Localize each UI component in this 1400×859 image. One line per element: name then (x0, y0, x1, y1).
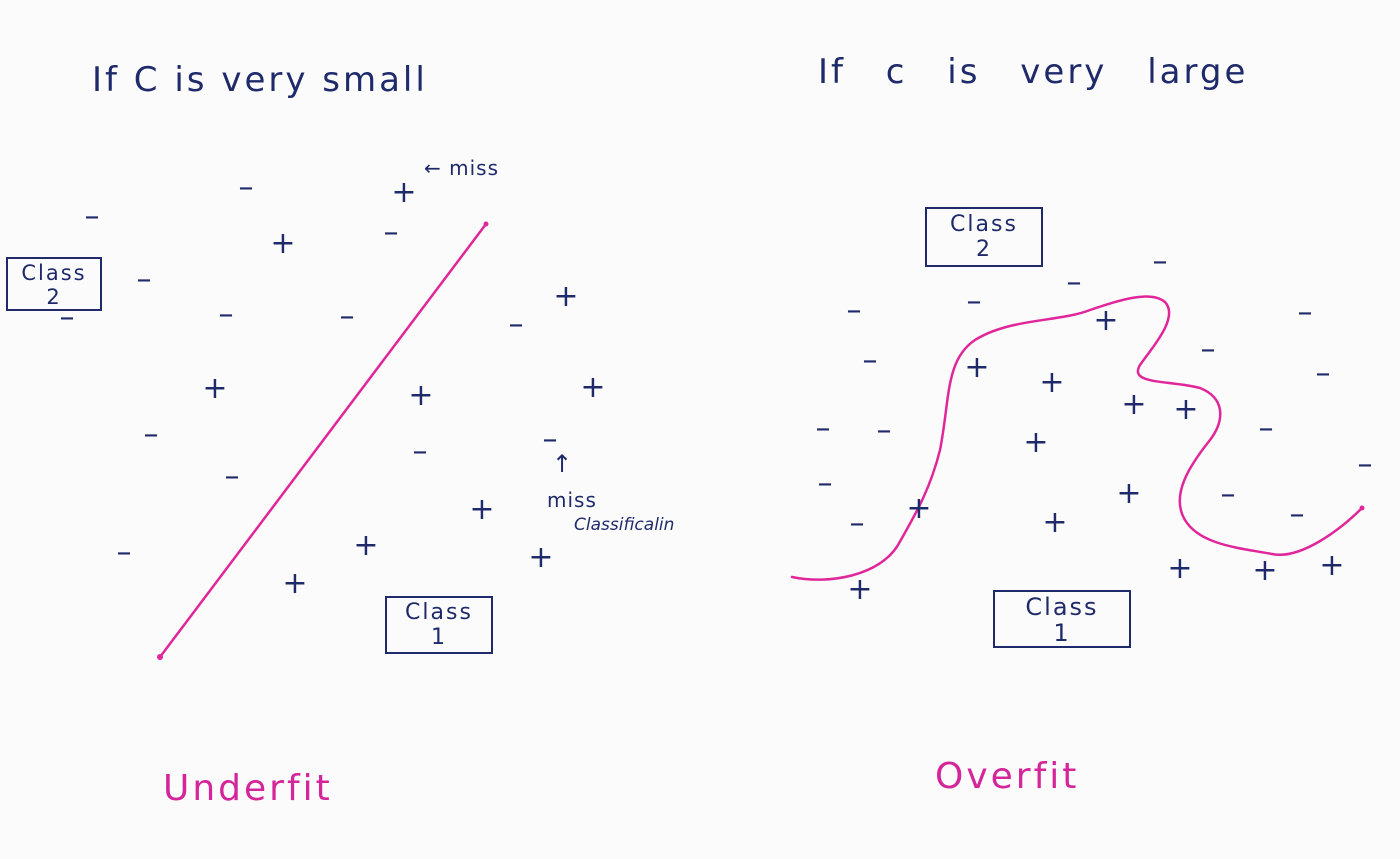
right-minus: – (1066, 265, 1082, 300)
left-title: If C is very small (92, 60, 428, 100)
right-minus: – (862, 343, 878, 378)
left-minus: – (136, 262, 152, 297)
left-class-1-label: Class (405, 600, 473, 625)
right-plus: + (1116, 476, 1142, 511)
left-minus: – (508, 307, 524, 342)
left-minus: – (238, 170, 254, 205)
right-class-2-number: 2 (976, 237, 992, 262)
left-plus: + (528, 540, 554, 575)
left-class-1-box: Class 1 (385, 596, 493, 654)
right-minus: – (846, 293, 862, 328)
boundary-start-dot (483, 221, 489, 227)
left-minus: – (84, 199, 100, 234)
left-minus: – (542, 422, 558, 457)
right-class-2-box: Class 2 (925, 207, 1043, 267)
right-verdict-overfit: Overfit (935, 756, 1080, 797)
right-plus: + (847, 572, 873, 607)
right-title: If c is very large (818, 52, 1249, 92)
right-minus: – (815, 411, 831, 446)
right-minus: – (817, 466, 833, 501)
left-misclass-arrow: ↑ (552, 450, 574, 478)
right-minus: – (1297, 295, 1313, 330)
left-plus: + (580, 370, 606, 405)
left-minus: – (143, 417, 159, 452)
right-minus: – (1315, 356, 1331, 391)
right-minus: – (849, 506, 865, 541)
left-class-1-number: 1 (431, 625, 447, 650)
left-miss-annotation: ← miss (424, 156, 499, 180)
right-minus: – (1152, 244, 1168, 279)
left-minus: – (218, 297, 234, 332)
left-plus: + (202, 371, 228, 406)
right-plus: + (1023, 425, 1049, 460)
right-minus: – (1357, 447, 1373, 482)
left-minus: – (412, 434, 428, 469)
right-minus: – (1289, 497, 1305, 532)
right-plus: + (1039, 365, 1065, 400)
right-plus: + (906, 491, 932, 526)
right-plus: + (1319, 548, 1345, 583)
left-class-2-number: 2 (46, 285, 62, 309)
right-class-1-box: Class 1 (993, 590, 1131, 648)
left-plus: + (553, 279, 579, 314)
right-plus: + (1042, 505, 1068, 540)
left-verdict-underfit: Underfit (163, 768, 333, 809)
right-plus: + (1252, 553, 1278, 588)
right-plus: + (1173, 392, 1199, 427)
right-minus: – (1220, 477, 1236, 512)
right-minus: – (966, 284, 982, 319)
right-class-2-label: Class (950, 212, 1018, 237)
right-minus: – (876, 413, 892, 448)
right-plus: + (1093, 303, 1119, 338)
boundary-end-dot-right (1359, 505, 1365, 511)
left-misclass-label-1: miss (547, 488, 597, 512)
left-plus: + (270, 226, 296, 261)
boundary-end-dot (157, 654, 163, 660)
left-class-2-label: Class (21, 261, 87, 285)
right-minus: – (1200, 332, 1216, 367)
left-plus: + (469, 492, 495, 527)
right-plus: + (1121, 387, 1147, 422)
left-plus: + (282, 566, 308, 601)
left-minus: – (59, 300, 75, 335)
right-plus: + (1167, 551, 1193, 586)
right-plus: + (964, 350, 990, 385)
right-minus: – (1258, 411, 1274, 446)
left-class-2-box: Class 2 (6, 257, 102, 311)
left-minus: – (383, 215, 399, 250)
linear-decision-boundary (158, 222, 488, 659)
left-minus: – (116, 535, 132, 570)
left-misclass-label-2: Classificalin (574, 515, 675, 535)
nonlinear-decision-boundary (790, 295, 1364, 581)
left-minus: – (224, 459, 240, 494)
right-class-1-number: 1 (1053, 619, 1071, 647)
left-plus: + (408, 378, 434, 413)
left-minus: – (339, 299, 355, 334)
left-plus: + (353, 528, 379, 563)
left-plus: + (391, 175, 417, 210)
right-class-1-label: Class (1025, 593, 1099, 621)
